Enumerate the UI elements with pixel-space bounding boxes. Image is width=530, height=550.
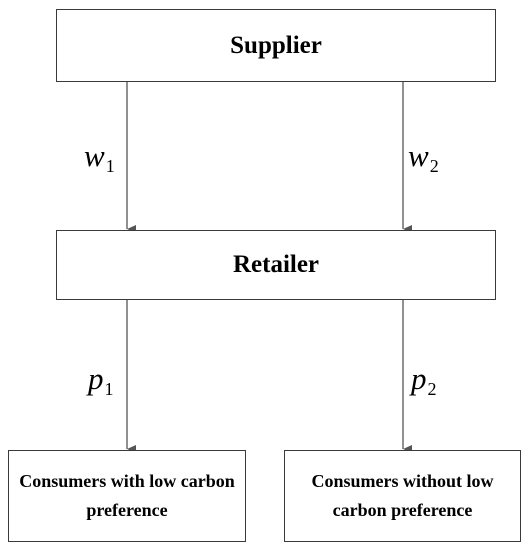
retailer-label: Retailer: [232, 251, 320, 278]
edge-symbol-w1: w: [84, 138, 105, 173]
retailer-node: Retailer: [56, 230, 496, 300]
supplier-label: Supplier: [230, 31, 322, 59]
consumers-without-low-carbon-label: Consumers without low carbon preference: [311, 471, 494, 520]
edge-label-w1: w1: [84, 138, 115, 175]
edge-label-w2: w2: [408, 138, 439, 175]
edge-label-p2: p2: [411, 361, 437, 398]
edge-symbol-p1: p: [88, 361, 104, 396]
edge-symbol-p2: p: [411, 361, 427, 396]
consumers-low-carbon-label: Consumers with low carbon preference: [19, 471, 235, 520]
edge-subscript-p1: 1: [104, 379, 114, 399]
edge-subscript-w1: 1: [105, 156, 115, 176]
edge-subscript-p2: 2: [427, 379, 437, 399]
consumers-low-carbon-node: Consumers with low carbon preference: [8, 450, 246, 542]
supplier-node: Supplier: [56, 9, 496, 82]
consumers-without-low-carbon-node: Consumers without low carbon preference: [284, 450, 521, 542]
edge-subscript-w2: 2: [429, 156, 439, 176]
edge-symbol-w2: w: [408, 138, 429, 173]
edge-label-p1: p1: [88, 361, 114, 398]
